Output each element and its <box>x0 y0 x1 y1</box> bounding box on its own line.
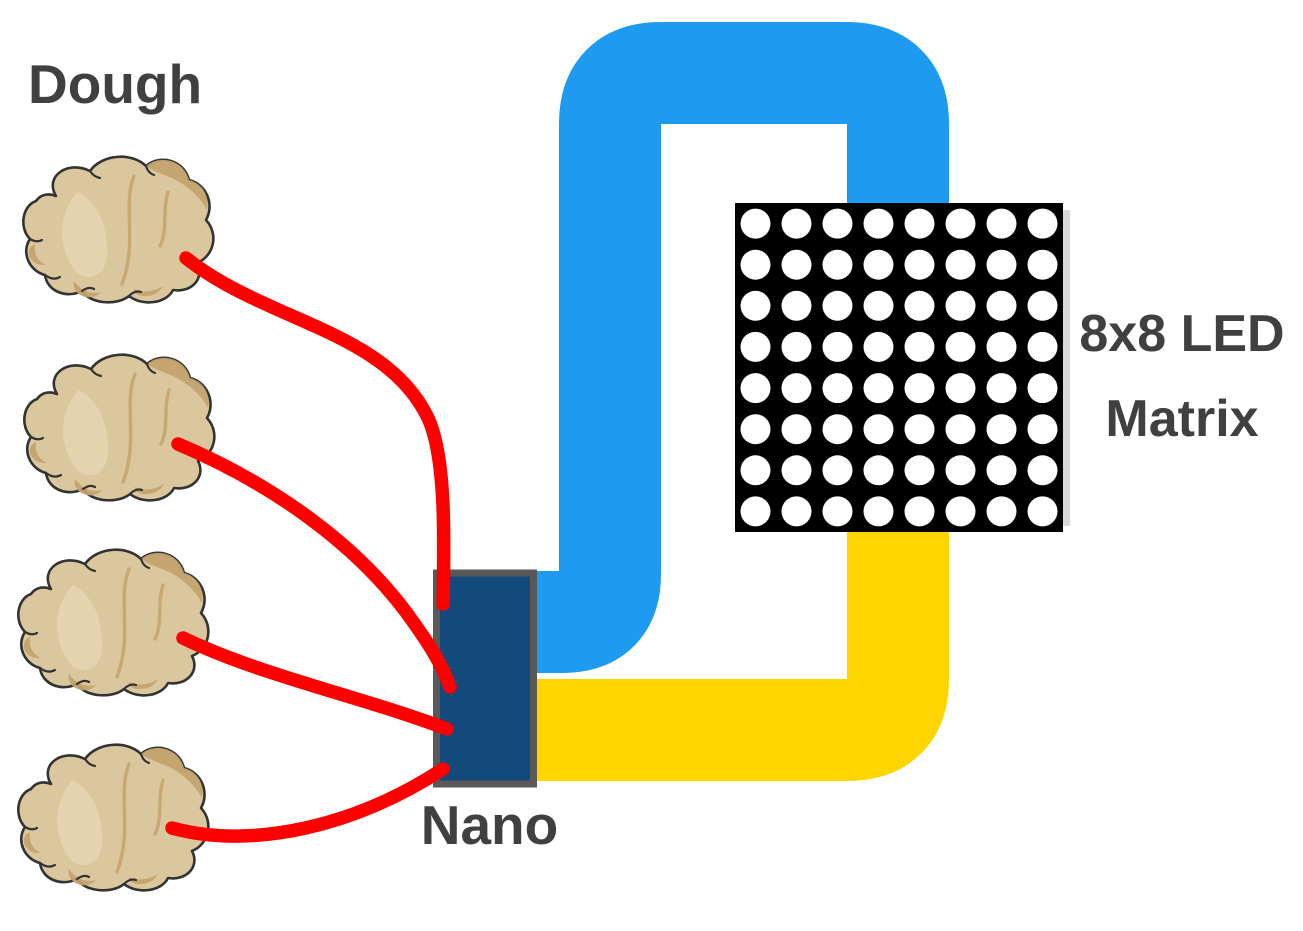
led-dot <box>904 290 935 321</box>
dough-blobs <box>16 155 217 893</box>
dough-blob-1 <box>21 155 216 305</box>
led-dot <box>781 249 812 280</box>
led-dot <box>1027 331 1058 362</box>
red-wire-4 <box>165 762 450 843</box>
led-dot <box>781 373 812 404</box>
led-dot <box>822 331 853 362</box>
led-dot <box>1027 208 1058 239</box>
led-dot <box>986 414 1017 445</box>
led-dot <box>822 455 853 486</box>
led-matrix <box>735 203 1070 532</box>
led-dot <box>986 373 1017 404</box>
led-dot <box>945 373 976 404</box>
led-dot <box>1027 290 1058 321</box>
led-dot <box>904 496 935 527</box>
matrix-label: 8x8 LED Matrix <box>1079 305 1285 448</box>
led-dot <box>945 414 976 445</box>
led-dot <box>945 455 976 486</box>
led-dot <box>986 455 1017 486</box>
led-dot <box>822 496 853 527</box>
led-dot <box>945 290 976 321</box>
led-dot <box>781 496 812 527</box>
led-dot <box>822 373 853 404</box>
led-dot <box>1027 496 1058 527</box>
led-matrix-body <box>735 203 1063 532</box>
led-dot <box>822 249 853 280</box>
led-dot <box>863 208 894 239</box>
led-dot <box>904 331 935 362</box>
led-dot <box>740 373 771 404</box>
yellow-bus-wire <box>534 526 949 781</box>
led-dot <box>822 208 853 239</box>
led-dot <box>740 208 771 239</box>
dough-blob-3 <box>16 548 211 698</box>
led-matrix-dots <box>740 208 1058 527</box>
led-dot <box>740 331 771 362</box>
led-dot <box>863 414 894 445</box>
led-dot <box>945 331 976 362</box>
led-dot <box>740 414 771 445</box>
led-dot <box>1027 373 1058 404</box>
led-dot <box>740 496 771 527</box>
dough-label: Dough <box>28 53 203 115</box>
led-dot <box>986 249 1017 280</box>
matrix-side-shadow <box>1061 210 1070 526</box>
led-dot <box>904 208 935 239</box>
led-dot <box>781 208 812 239</box>
led-dot <box>822 290 853 321</box>
led-dot <box>781 414 812 445</box>
led-dot <box>740 455 771 486</box>
dough-blob-4 <box>16 743 211 893</box>
led-dot <box>945 249 976 280</box>
red-wire-3 <box>176 631 454 736</box>
led-dot <box>945 496 976 527</box>
led-dot <box>904 455 935 486</box>
led-dot <box>986 290 1017 321</box>
led-dot <box>863 373 894 404</box>
led-dot <box>986 208 1017 239</box>
led-dot <box>740 290 771 321</box>
led-dot <box>1027 249 1058 280</box>
led-dot <box>904 373 935 404</box>
led-dot <box>945 208 976 239</box>
led-dot <box>1027 414 1058 445</box>
led-dot <box>986 331 1017 362</box>
led-dot <box>781 455 812 486</box>
led-dot <box>740 249 771 280</box>
led-dot <box>986 496 1017 527</box>
led-dot <box>863 331 894 362</box>
led-dot <box>863 496 894 527</box>
led-dot <box>822 414 853 445</box>
led-dot <box>863 290 894 321</box>
led-dot <box>904 249 935 280</box>
blue-bus-wire <box>534 22 949 673</box>
nano-label: Nano <box>420 794 559 856</box>
red-wires <box>165 251 457 843</box>
led-dot <box>781 331 812 362</box>
led-dot <box>1027 455 1058 486</box>
led-dot <box>781 290 812 321</box>
red-wire-2 <box>171 437 457 694</box>
dough-blob-2 <box>22 353 217 503</box>
red-wire-1 <box>179 251 451 611</box>
led-dot <box>863 455 894 486</box>
led-dot <box>863 249 894 280</box>
led-dot <box>904 414 935 445</box>
